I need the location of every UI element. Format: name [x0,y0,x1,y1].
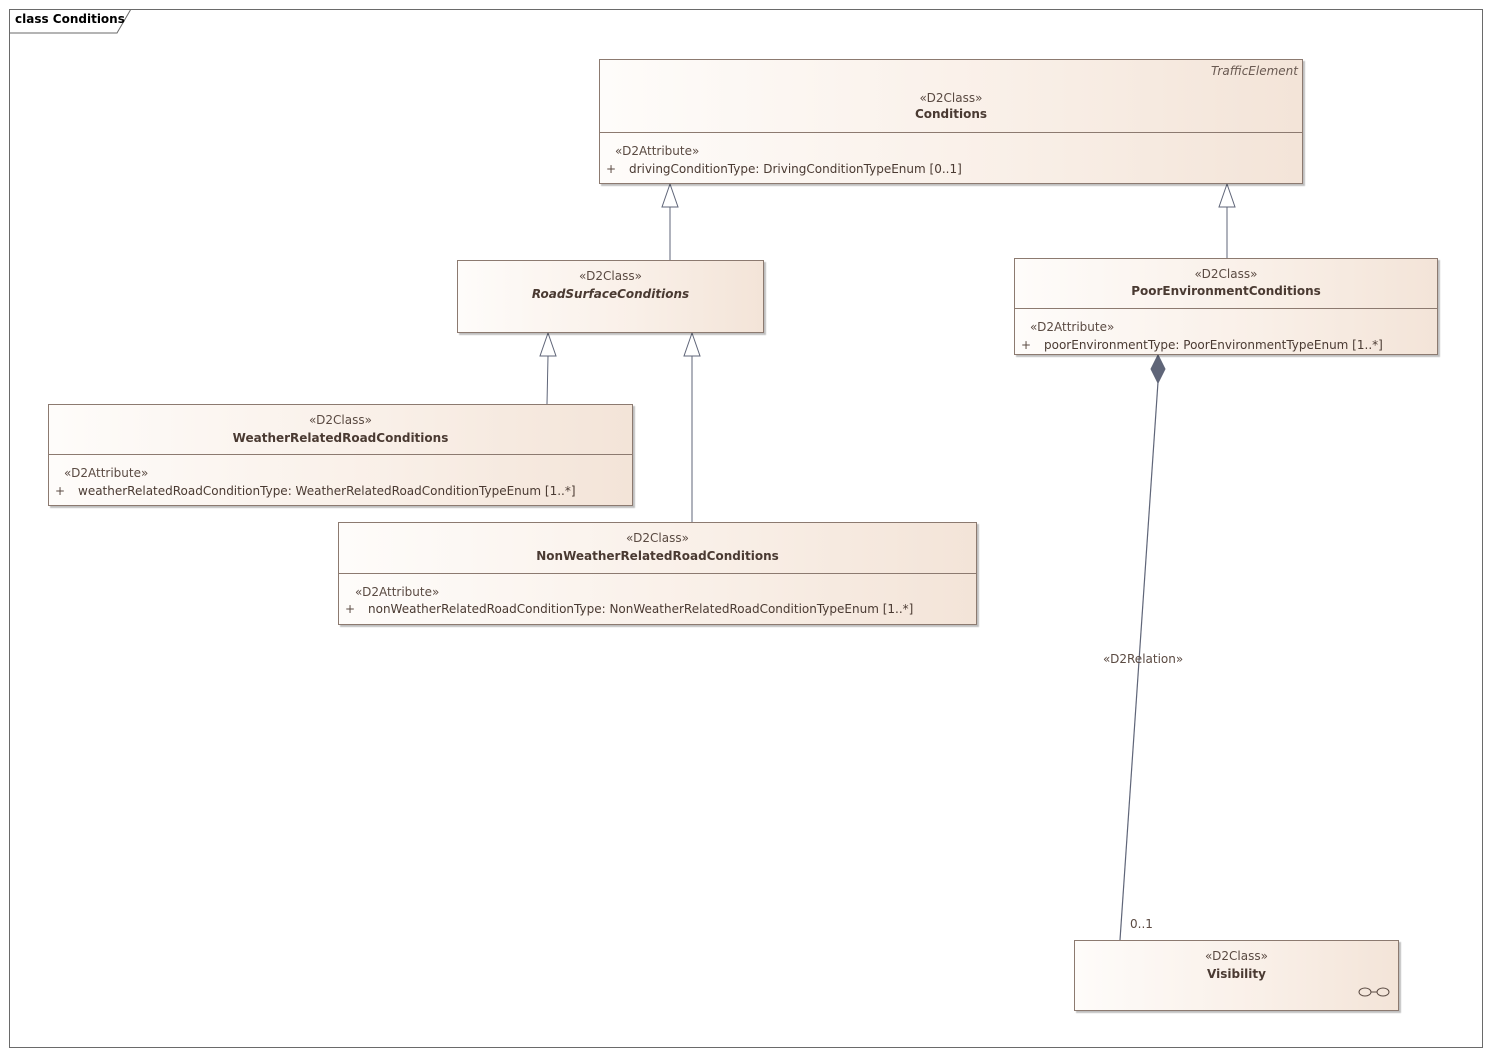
class-stereotype: «D2Class» [1205,949,1268,963]
class-stereotype: «D2Class» [579,269,642,283]
generalization-nonweather-roadsurface[interactable] [683,331,701,522]
class-name: RoadSurfaceConditions [531,287,690,301]
attribute-stereotype: «D2Attribute» [64,466,149,480]
class-weatherrelatedroadconditions[interactable]: «D2Class» WeatherRelatedRoadConditions «… [48,404,633,506]
attribute-stereotype: «D2Attribute» [615,144,700,158]
class-header: TrafficElement «D2Class» Conditions [600,60,1302,132]
class-stereotype: «D2Class» [309,413,372,427]
class-nonweatherrelatedroadconditions[interactable]: «D2Class» NonWeatherRelatedRoadCondition… [338,522,977,625]
link-icon [1358,987,1390,997]
attribute-visibility: + [606,162,617,176]
attribute-visibility: + [345,602,356,616]
class-roadsurfaceconditions[interactable]: «D2Class» RoadSurfaceConditions [457,260,764,333]
attribute-text[interactable]: drivingConditionType: DrivingConditionTy… [629,162,962,176]
composition-poorenv-visibility[interactable] [1119,353,1166,941]
class-visibility[interactable]: «D2Class» Visibility [1074,940,1399,1011]
class-name: Conditions [914,107,988,121]
frame-tab [9,9,132,34]
generalization-poorenv-conditions[interactable] [1218,182,1236,258]
class-stereotype: «D2Class» [1194,267,1258,281]
class-poorenvironmentconditions[interactable]: «D2Class» PoorEnvironmentConditions «D2A… [1014,258,1438,355]
attribute-stereotype: «D2Attribute» [1030,320,1115,334]
attribute-visibility: + [1021,338,1032,352]
class-name: Visibility [1207,967,1266,981]
attribute-text[interactable]: nonWeatherRelatedRoadConditionType: NonW… [368,602,914,616]
diagram-frame [9,9,1483,1048]
class-header: «D2Class» RoadSurfaceConditions [458,261,763,334]
class-stereotype: «D2Class» [626,531,689,545]
class-header: «D2Class» WeatherRelatedRoadConditions [49,405,632,454]
attribute-stereotype: «D2Attribute» [355,585,440,599]
attribute-visibility: + [55,484,66,498]
class-name: PoorEnvironmentConditions [1131,284,1321,298]
class-header: «D2Class» NonWeatherRelatedRoadCondition… [339,523,976,573]
generalization-roadsurface-conditions[interactable] [661,182,679,260]
attribute-compartment: «D2Attribute» + poorEnvironmentType: Poo… [1015,308,1437,355]
parent-class-label: TrafficElement [1211,64,1298,78]
diagram-title: class Conditions [15,12,125,26]
class-header: «D2Class» Visibility [1075,941,1398,1012]
relation-stereotype-label: «D2Relation» [1103,652,1184,666]
class-header: «D2Class» PoorEnvironmentConditions [1015,259,1437,308]
composition-diamond [1150,353,1166,385]
attribute-compartment: «D2Attribute» + weatherRelatedRoadCondit… [49,454,632,506]
attribute-text[interactable]: poorEnvironmentType: PoorEnvironmentType… [1044,338,1383,352]
relation-multiplicity-label: 0..1 [1130,917,1153,931]
class-name: WeatherRelatedRoadConditions [232,431,449,445]
class-stereotype: «D2Class» [919,91,983,105]
class-conditions[interactable]: TrafficElement «D2Class» Conditions «D2A… [599,59,1303,184]
generalization-weather-roadsurface[interactable] [539,331,557,405]
class-name: NonWeatherRelatedRoadConditions [536,549,779,563]
attribute-compartment: «D2Attribute» + nonWeatherRelatedRoadCon… [339,573,976,625]
attribute-compartment: «D2Attribute» + drivingConditionType: Dr… [600,132,1302,184]
attribute-text[interactable]: weatherRelatedRoadConditionType: Weather… [78,484,576,498]
